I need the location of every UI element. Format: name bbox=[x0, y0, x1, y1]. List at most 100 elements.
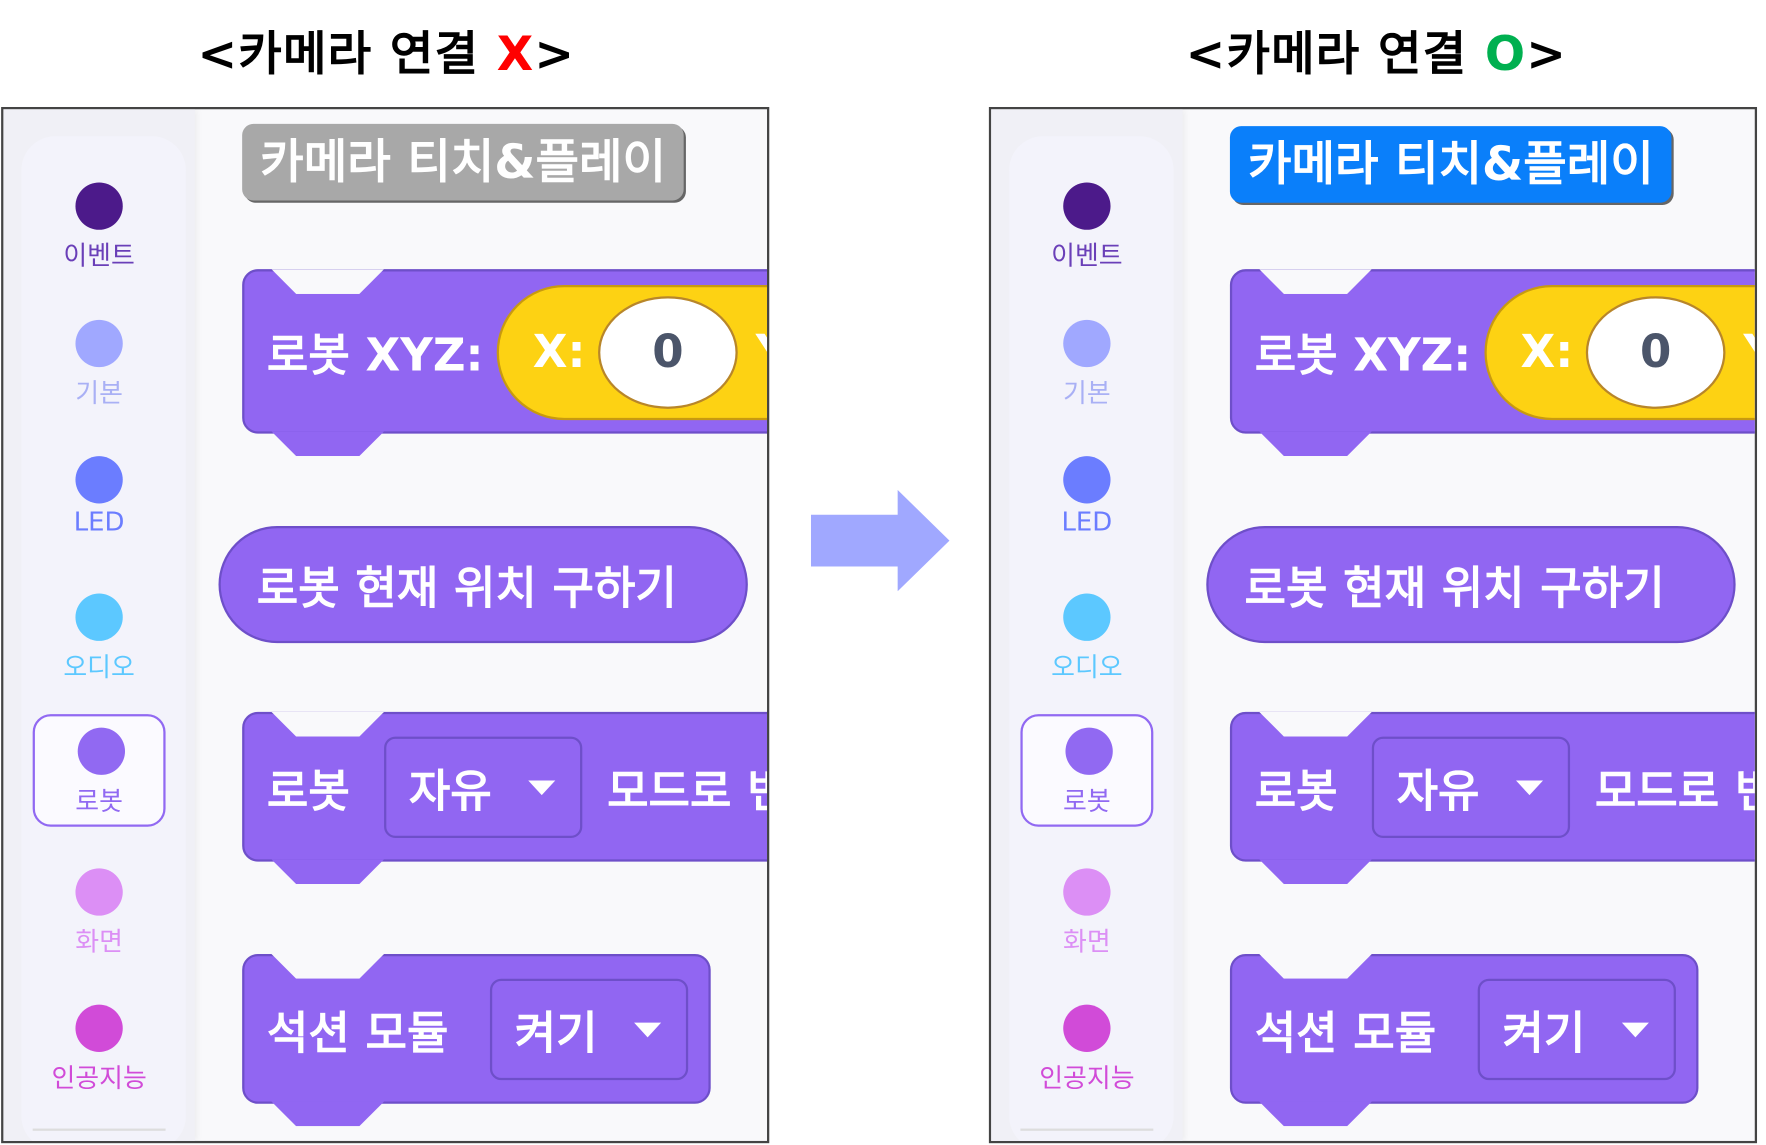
block-tab bbox=[1259, 859, 1372, 885]
category-dot-icon bbox=[75, 319, 123, 368]
category-label: 기본 bbox=[75, 379, 123, 409]
status-mark-x: X bbox=[496, 25, 535, 82]
category-5[interactable]: 화면 bbox=[1020, 857, 1153, 970]
title-right: <카메라 연결 O> bbox=[1186, 16, 1567, 85]
title-left: <카메라 연결 X> bbox=[198, 16, 576, 85]
category-5[interactable]: 화면 bbox=[33, 857, 166, 970]
category-0[interactable]: 이벤트 bbox=[1020, 171, 1153, 284]
block-label: 로봇 bbox=[1254, 765, 1338, 818]
mode-dropdown[interactable]: 자유 bbox=[1371, 736, 1571, 838]
x-value-input[interactable]: 0 bbox=[598, 296, 738, 409]
block-label: 석션 모듈 bbox=[1254, 1007, 1437, 1060]
category-4[interactable]: 로봇 bbox=[32, 714, 166, 827]
caret-down-icon bbox=[634, 1022, 662, 1038]
category-label: 화면 bbox=[75, 928, 123, 958]
caret-down-icon bbox=[1621, 1022, 1649, 1038]
category-label: 화면 bbox=[1063, 928, 1111, 958]
suction-dropdown[interactable]: 켜기 bbox=[1477, 978, 1676, 1081]
category-label: LED bbox=[73, 507, 125, 538]
y-label: Y bbox=[756, 327, 767, 379]
category-dot-icon bbox=[75, 182, 123, 230]
camera-button-label: 카메라 티치&플레이 bbox=[1247, 136, 1654, 192]
status-mark-o: O bbox=[1484, 25, 1527, 82]
title-text: <카메라 연결 bbox=[197, 25, 497, 82]
xyz-reporter[interactable]: X: 0 Y bbox=[1484, 284, 1755, 421]
sidebar-divider bbox=[32, 1128, 166, 1131]
block-robot-mode[interactable]: 로봇 자유 모드로 변 bbox=[242, 711, 768, 885]
sidebar-divider bbox=[1020, 1128, 1154, 1131]
block-get-robot-position[interactable]: 로봇 현재 위치 구하기 bbox=[218, 525, 748, 644]
block-tab bbox=[1259, 431, 1372, 457]
mode-dropdown[interactable]: 자유 bbox=[384, 736, 583, 838]
block-notch bbox=[271, 269, 385, 294]
category-label: 이벤트 bbox=[63, 242, 135, 272]
block-suction-module[interactable]: 석션 모듈 켜기 bbox=[242, 953, 711, 1127]
camera-button-label: 카메라 티치&플레이 bbox=[260, 134, 667, 190]
category-dot-icon bbox=[1063, 319, 1111, 368]
title-suffix: > bbox=[1526, 25, 1567, 82]
category-0[interactable]: 이벤트 bbox=[33, 171, 166, 284]
block-robot-xyz[interactable]: 로봇 XYZ: X: 0 Y bbox=[1229, 269, 1755, 457]
suction-dropdown[interactable]: 켜기 bbox=[489, 978, 689, 1081]
y-label: Y bbox=[1744, 327, 1755, 379]
camera-teach-play-button[interactable]: 카메라 티치&플레이 bbox=[1229, 126, 1672, 203]
category-dot-icon bbox=[75, 1004, 123, 1052]
block-robot-xyz[interactable]: 로봇 XYZ: X: 0 Y bbox=[242, 269, 768, 457]
block-suction-module[interactable]: 석션 모듈 켜기 bbox=[1229, 953, 1699, 1127]
category-label: 인공지능 bbox=[51, 1064, 147, 1094]
category-dot-icon bbox=[1063, 593, 1111, 641]
category-1[interactable]: 기본 bbox=[1020, 309, 1153, 422]
category-6[interactable]: 인공지능 bbox=[1020, 993, 1153, 1106]
category-label: 이벤트 bbox=[1051, 242, 1123, 272]
block-notch bbox=[1259, 953, 1372, 979]
xyz-reporter[interactable]: X: 0 Y bbox=[496, 284, 768, 421]
block-tab bbox=[271, 1101, 385, 1127]
block-tab bbox=[271, 431, 385, 457]
block-get-robot-position[interactable]: 로봇 현재 위치 구하기 bbox=[1206, 525, 1736, 644]
title-suffix: > bbox=[534, 25, 576, 82]
block-robot-mode[interactable]: 로봇 자유 모드로 변 bbox=[1229, 711, 1755, 885]
block-label: 로봇 현재 위치 구하기 bbox=[1244, 563, 1665, 615]
category-dot-icon bbox=[75, 593, 123, 641]
block-notch bbox=[1259, 269, 1372, 294]
category-dot-icon bbox=[1065, 727, 1113, 775]
block-label-suffix: 모드로 변 bbox=[1594, 765, 1755, 818]
category-dot-icon bbox=[1063, 182, 1111, 230]
category-3[interactable]: 오디오 bbox=[33, 582, 166, 695]
category-label: 기본 bbox=[1063, 379, 1111, 409]
block-label: 로봇 bbox=[266, 765, 350, 818]
category-label: 로봇 bbox=[1063, 787, 1111, 817]
block-label-suffix: 모드로 변 bbox=[607, 765, 767, 818]
block-label: 석션 모듈 bbox=[266, 1007, 449, 1060]
block-label: 로봇 XYZ: bbox=[1254, 330, 1472, 382]
dropdown-value: 자유 bbox=[408, 765, 492, 818]
block-label: 로봇 XYZ: bbox=[266, 330, 484, 382]
category-2[interactable]: LED bbox=[1020, 445, 1153, 558]
caret-down-icon bbox=[528, 780, 556, 796]
x-value-input[interactable]: 0 bbox=[1585, 296, 1726, 409]
category-label: 인공지능 bbox=[1039, 1064, 1135, 1094]
caret-down-icon bbox=[1515, 780, 1544, 796]
dropdown-value: 켜기 bbox=[514, 1008, 598, 1060]
category-1[interactable]: 기본 bbox=[33, 309, 166, 422]
x-label: X: bbox=[532, 326, 586, 379]
category-4[interactable]: 로봇 bbox=[1020, 714, 1154, 827]
camera-teach-play-button[interactable]: 카메라 티치&플레이 bbox=[242, 123, 685, 201]
category-dot-icon bbox=[1063, 1004, 1111, 1052]
arrow-right-icon bbox=[810, 489, 950, 592]
category-label: 오디오 bbox=[63, 653, 135, 683]
category-dot-icon bbox=[1063, 868, 1111, 916]
category-3[interactable]: 오디오 bbox=[1020, 582, 1153, 695]
category-dot-icon bbox=[75, 868, 123, 916]
block-tab bbox=[271, 859, 385, 885]
category-6[interactable]: 인공지능 bbox=[33, 993, 166, 1106]
category-label: 로봇 bbox=[75, 787, 123, 817]
title-text: <카메라 연결 bbox=[1185, 25, 1485, 82]
block-notch bbox=[1259, 711, 1372, 737]
block-tab bbox=[1259, 1101, 1372, 1127]
category-2[interactable]: LED bbox=[33, 445, 166, 558]
